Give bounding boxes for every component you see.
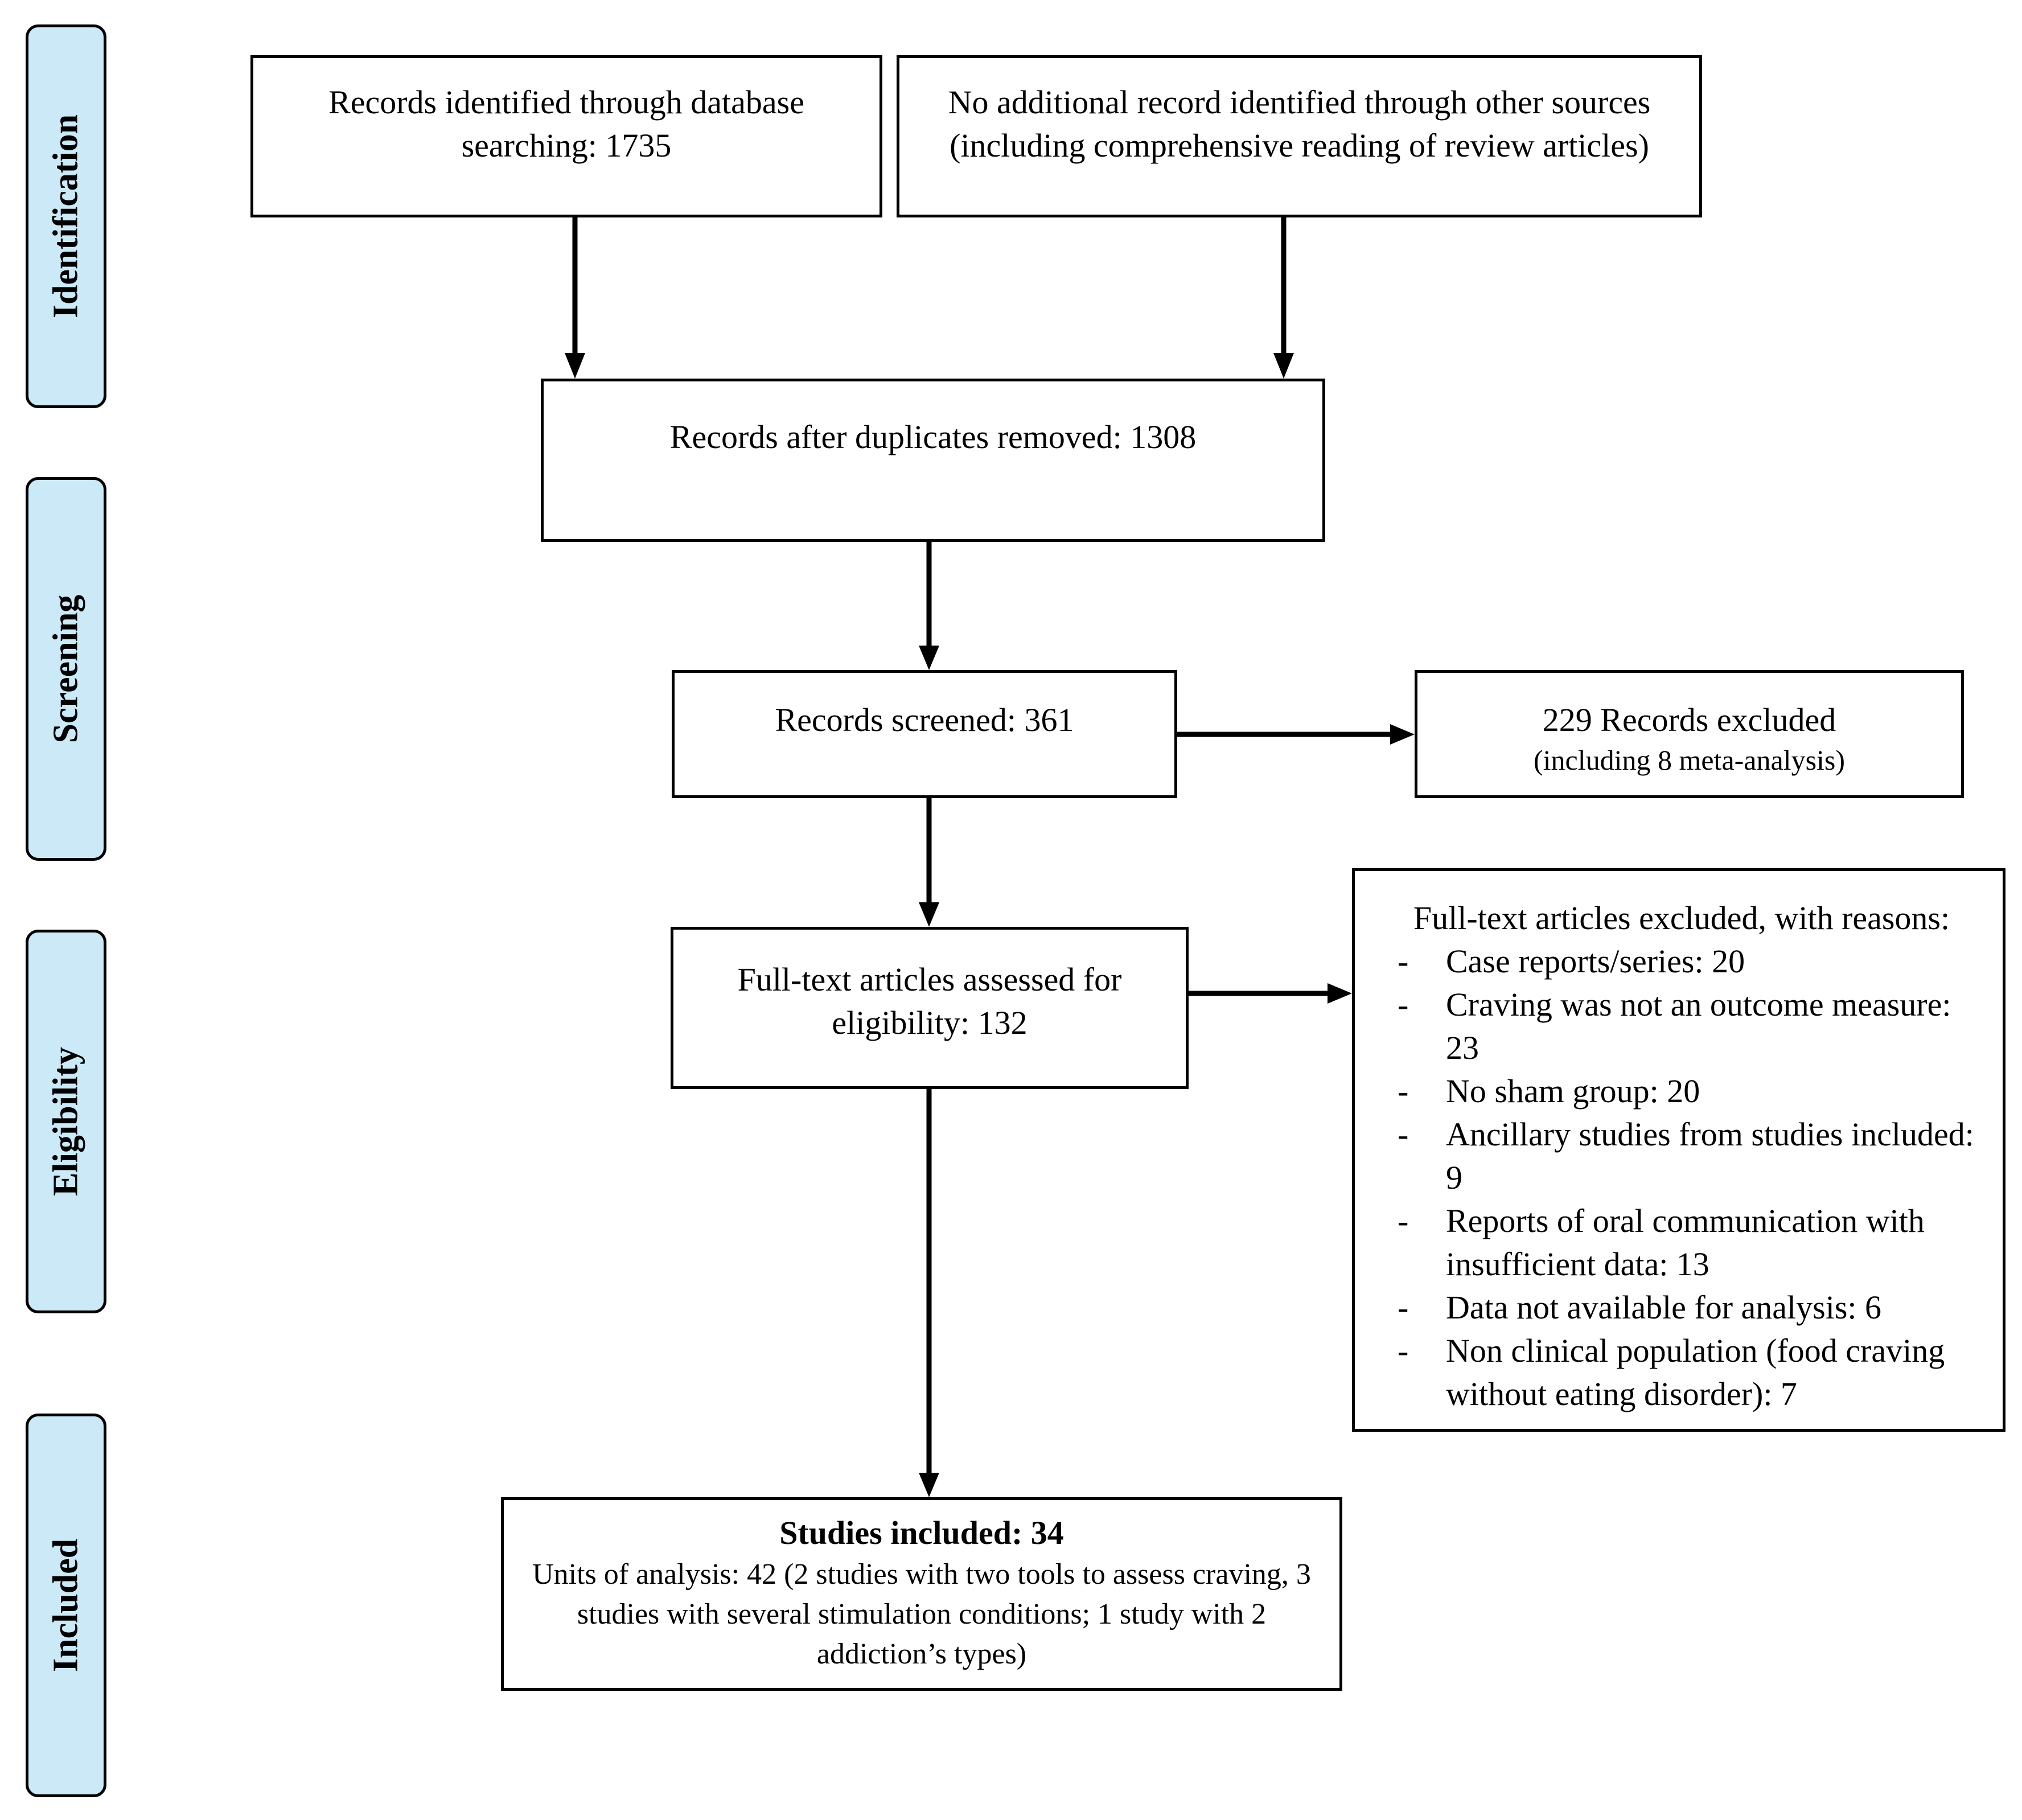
- arrowhead-other-to-duplicates: [1273, 353, 1294, 379]
- exclusion-reason-text: Case reports/series: 20: [1446, 943, 1745, 980]
- fulltext-excluded-title: Full-text articles excluded, with reason…: [1413, 899, 1950, 936]
- stage-eligibility: Eligibility: [26, 930, 106, 1313]
- list-bullet: -: [1398, 986, 1409, 1023]
- stage-included: Included: [26, 1414, 106, 1797]
- arrowhead-screened-to-fulltext: [919, 902, 939, 927]
- exclusion-reason: -Ancillary studies from studies included…: [1372, 1113, 1991, 1199]
- list-bullet: -: [1398, 1073, 1409, 1110]
- box-fulltext-excluded: Full-text articles excluded, with reason…: [1352, 868, 2005, 1432]
- list-bullet: -: [1398, 943, 1409, 980]
- box-after-duplicates: Records after duplicates removed: 1308: [541, 379, 1325, 542]
- studies-included-details: Units of analysis: 42 (2 studies with tw…: [532, 1558, 1311, 1670]
- list-bullet: -: [1398, 1202, 1409, 1239]
- other-sources-text: No additional record identified through …: [948, 84, 1651, 164]
- box-records-excluded: 229 Records excluded (including 8 meta-a…: [1415, 670, 1964, 798]
- records-screened-text: Records screened: 361: [775, 701, 1074, 738]
- box-studies-included: Studies included: 34 Units of analysis: …: [501, 1497, 1342, 1691]
- arrowhead-database-to-duplicates: [565, 353, 585, 379]
- exclusion-reason-text: Ancillary studies from studies included:…: [1446, 1116, 1974, 1196]
- records-excluded-note: (including 8 meta-analysis): [1533, 744, 1846, 776]
- box-other-sources: No additional record identified through …: [897, 55, 1702, 217]
- arrowhead-fulltext-to-excluded: [1328, 983, 1352, 1004]
- arrowhead-fulltext-to-included: [919, 1473, 939, 1497]
- exclusion-reason: -Non clinical population (food craving w…: [1372, 1329, 1991, 1416]
- stage-identification: Identification: [26, 24, 106, 408]
- exclusion-reason-text: Non clinical population (food craving wi…: [1446, 1332, 1945, 1412]
- database-records-text: Records identified through database sear…: [328, 84, 804, 164]
- exclusion-reason-text: Reports of oral communication with insuf…: [1446, 1202, 1925, 1283]
- exclusion-reasons-list: -Case reports/series: 20 -Craving was no…: [1372, 940, 1991, 1416]
- exclusion-reason-text: Data not available for analysis: 6: [1446, 1289, 1882, 1326]
- exclusion-reason: -Craving was not an outcome measure: 23: [1372, 983, 1991, 1070]
- box-records-screened: Records screened: 361: [672, 670, 1177, 798]
- after-duplicates-text: Records after duplicates removed: 1308: [669, 418, 1197, 455]
- studies-included-title: Studies included: 34: [779, 1514, 1064, 1551]
- exclusion-reason-text: No sham group: 20: [1446, 1073, 1700, 1110]
- arrowhead-screened-to-excluded: [1390, 724, 1415, 745]
- box-database-records: Records identified through database sear…: [250, 55, 882, 217]
- exclusion-reason: -Data not available for analysis: 6: [1372, 1286, 1991, 1329]
- list-bullet: -: [1398, 1289, 1409, 1326]
- records-excluded-title: 229 Records excluded: [1542, 701, 1836, 738]
- stage-screening: Screening: [26, 477, 106, 861]
- exclusion-reason: -Reports of oral communication with insu…: [1372, 1199, 1991, 1286]
- list-bullet: -: [1398, 1116, 1409, 1153]
- list-bullet: -: [1398, 1332, 1409, 1369]
- exclusion-reason: -No sham group: 20: [1372, 1070, 1991, 1113]
- fulltext-assessed-text: Full-text articles assessed for eligibil…: [737, 961, 1122, 1041]
- exclusion-reason: -Case reports/series: 20: [1372, 940, 1991, 983]
- arrowhead-duplicates-to-screened: [919, 646, 939, 670]
- box-fulltext-assessed: Full-text articles assessed for eligibil…: [671, 927, 1189, 1089]
- exclusion-reason-text: Craving was not an outcome measure: 23: [1446, 986, 1951, 1066]
